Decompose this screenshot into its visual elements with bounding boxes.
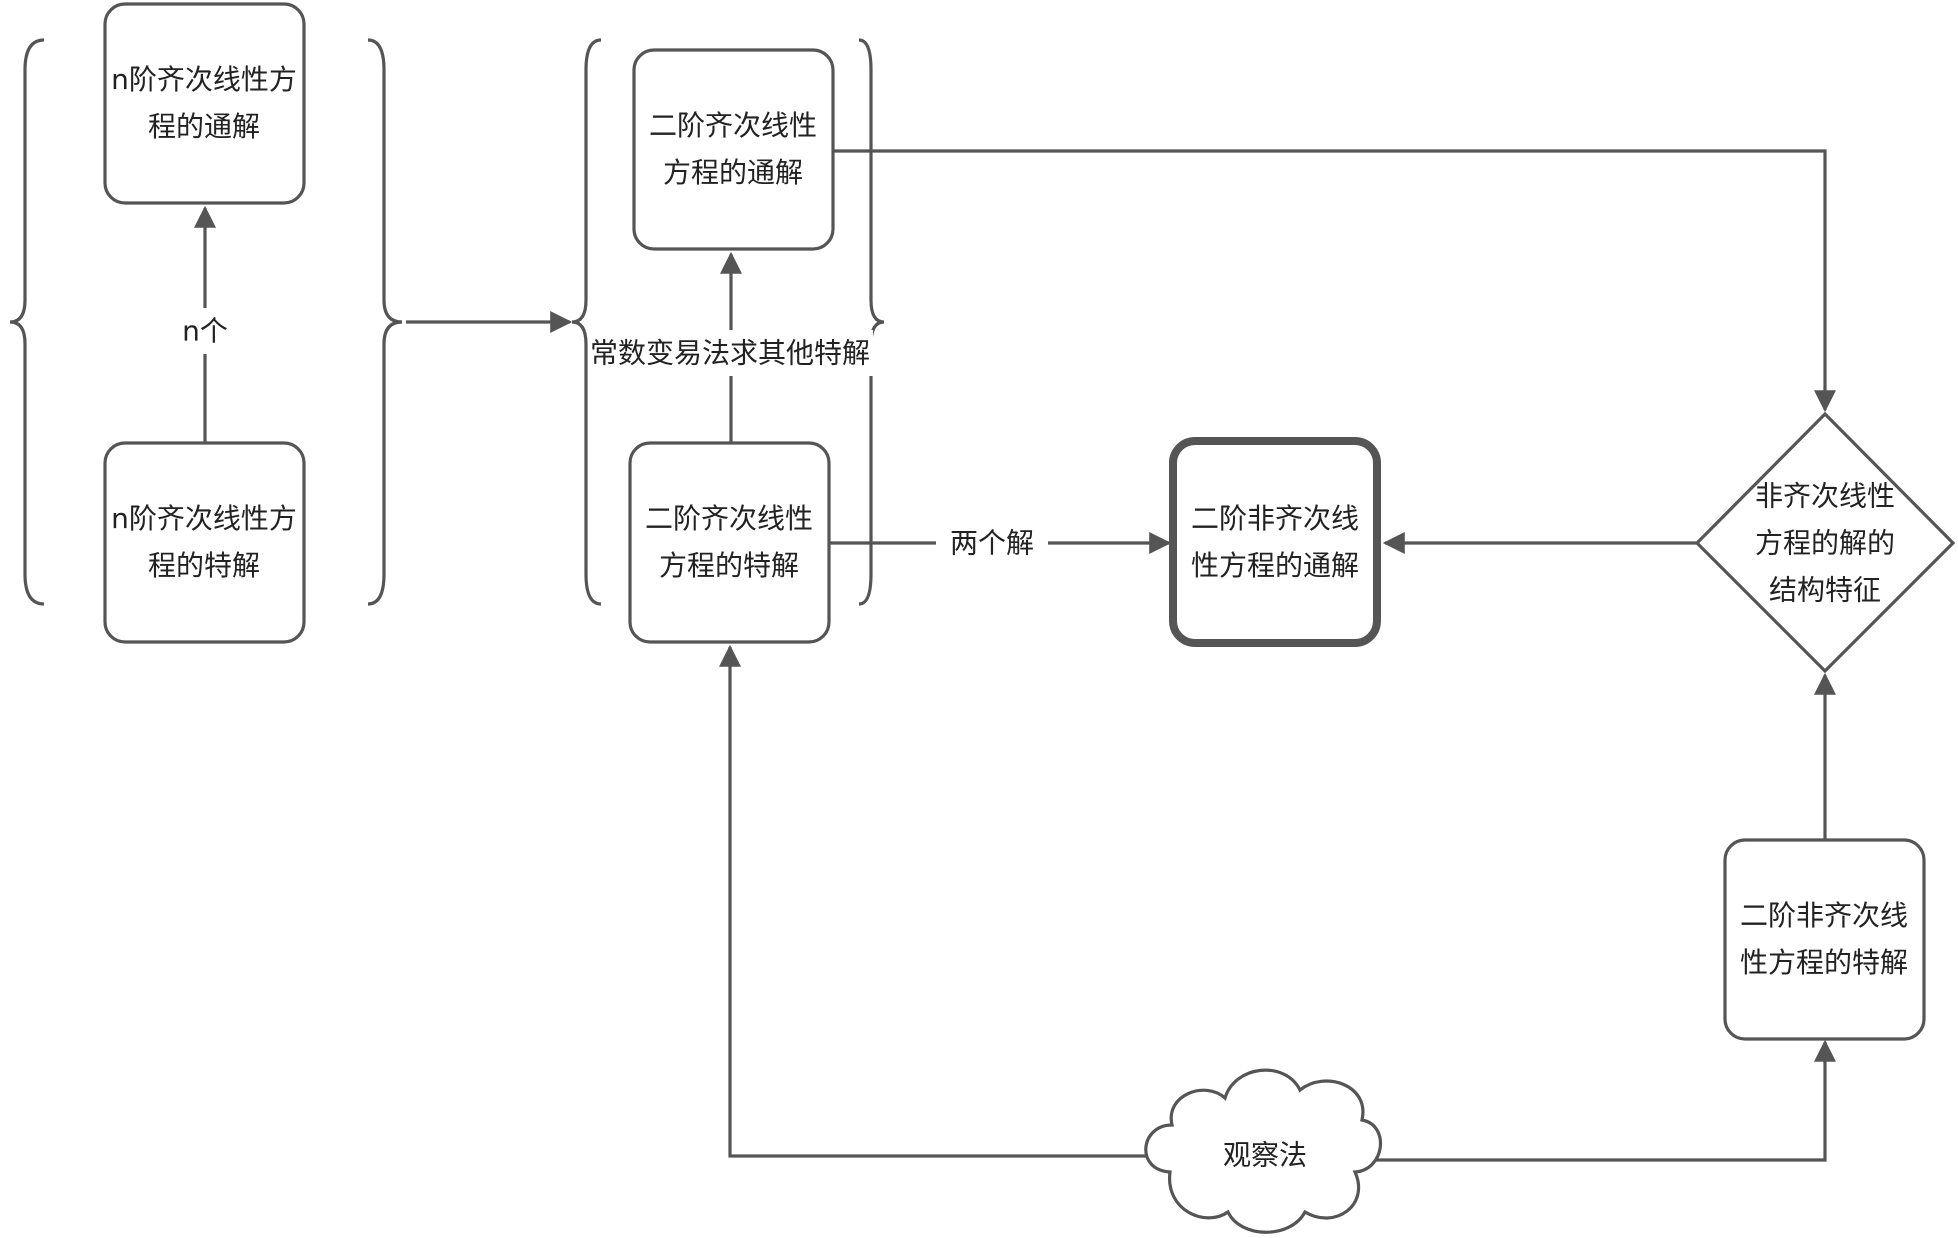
node-h2-general bbox=[632, 48, 835, 251]
label-layer: n阶齐次线性方程的通解n阶齐次线性方程的特解二阶齐次线性方程的通解二阶齐次线性方… bbox=[111, 63, 1908, 1172]
node-observe-cloud bbox=[1144, 1068, 1383, 1234]
node-label-h2-particular-line-1: 二阶齐次线性 bbox=[645, 502, 813, 535]
node-nh2-general bbox=[1169, 437, 1381, 647]
right-brace-group2 bbox=[858, 38, 885, 606]
node-n-general bbox=[103, 2, 306, 205]
node-label-observe-line-1: 观察法 bbox=[1223, 1139, 1307, 1172]
node-h2-particular bbox=[628, 441, 831, 644]
edge-label-two-solutions: 两个解 bbox=[950, 527, 1034, 560]
node-label-nh2-particular-line-1: 二阶非齐次线 bbox=[1740, 899, 1908, 932]
left-brace-group2 bbox=[571, 38, 602, 606]
label-bg-two-solutions bbox=[936, 520, 1048, 566]
label-bg-variation bbox=[588, 330, 873, 376]
edge-h2-general-to-structure bbox=[833, 149, 1836, 413]
edge-label-n-count: n个 bbox=[182, 315, 228, 348]
node-n-particular bbox=[103, 441, 306, 644]
left-brace-group1 bbox=[9, 38, 45, 606]
node-label-nh2-particular-line-2: 性方程的特解 bbox=[1740, 946, 1908, 979]
node-nh2-particular bbox=[1723, 838, 1926, 1041]
node-label-n-particular-line-2: 程的特解 bbox=[148, 549, 260, 582]
node-label-nh2-general-line-1: 二阶非齐次线 bbox=[1191, 502, 1359, 535]
right-brace-group1 bbox=[367, 38, 403, 606]
node-label-nh2-general-line-2: 性方程的通解 bbox=[1191, 549, 1359, 582]
node-label-h2-general-line-1: 二阶齐次线性 bbox=[649, 109, 817, 142]
node-label-n-general-line-1: n阶齐次线性方 bbox=[111, 63, 297, 96]
node-label-h2-particular-line-2: 方程的特解 bbox=[659, 549, 799, 582]
node-label-structure-line-2: 方程的解的 bbox=[1755, 527, 1895, 560]
label-bg-n-count bbox=[170, 308, 242, 354]
node-structure-diamond bbox=[1694, 411, 1956, 674]
node-label-h2-general-line-2: 方程的通解 bbox=[663, 156, 803, 189]
edge-observe-to-h2-particular bbox=[719, 644, 1150, 1158]
node-label-structure-line-1: 非齐次线性 bbox=[1755, 480, 1895, 513]
node-label-structure-line-3: 结构特征 bbox=[1769, 574, 1881, 607]
node-label-n-particular-line-1: n阶齐次线性方 bbox=[111, 502, 297, 535]
node-label-n-general-line-2: 程的通解 bbox=[148, 110, 260, 143]
edge-label-variation: 常数变易法求其他特解 bbox=[590, 337, 870, 370]
edge-observe-to-nh2-particular bbox=[1375, 1039, 1836, 1162]
